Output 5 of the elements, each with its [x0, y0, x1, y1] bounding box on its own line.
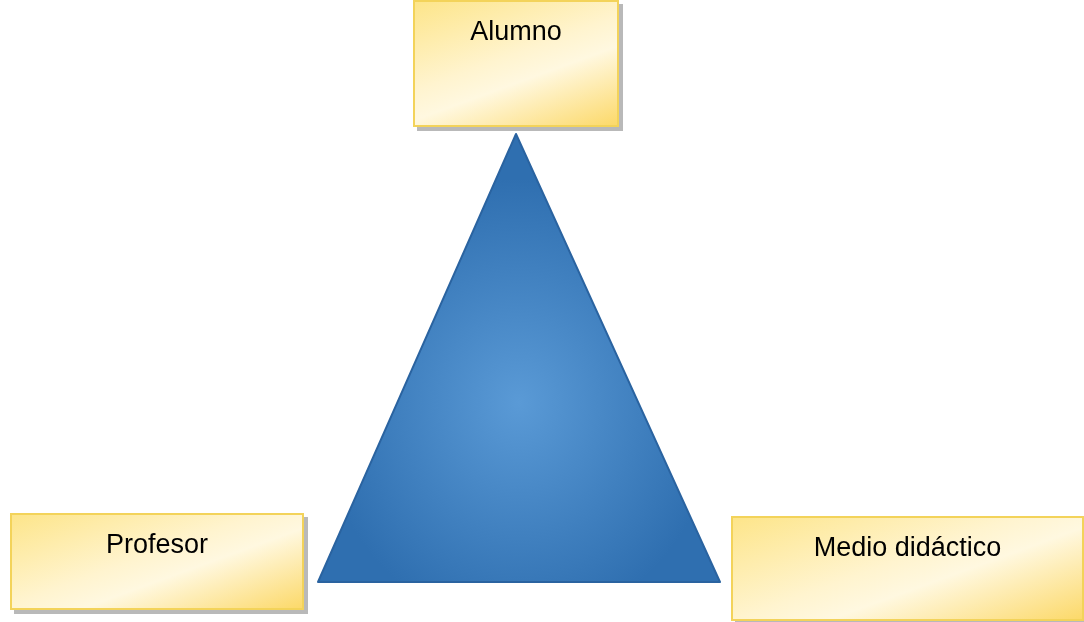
concept-box — [731, 516, 1084, 621]
triangle-shape — [317, 133, 721, 583]
box-label: Medio didáctico — [812, 532, 1003, 563]
box-label: Profesor — [104, 529, 209, 560]
box-label: Alumno — [469, 16, 563, 47]
